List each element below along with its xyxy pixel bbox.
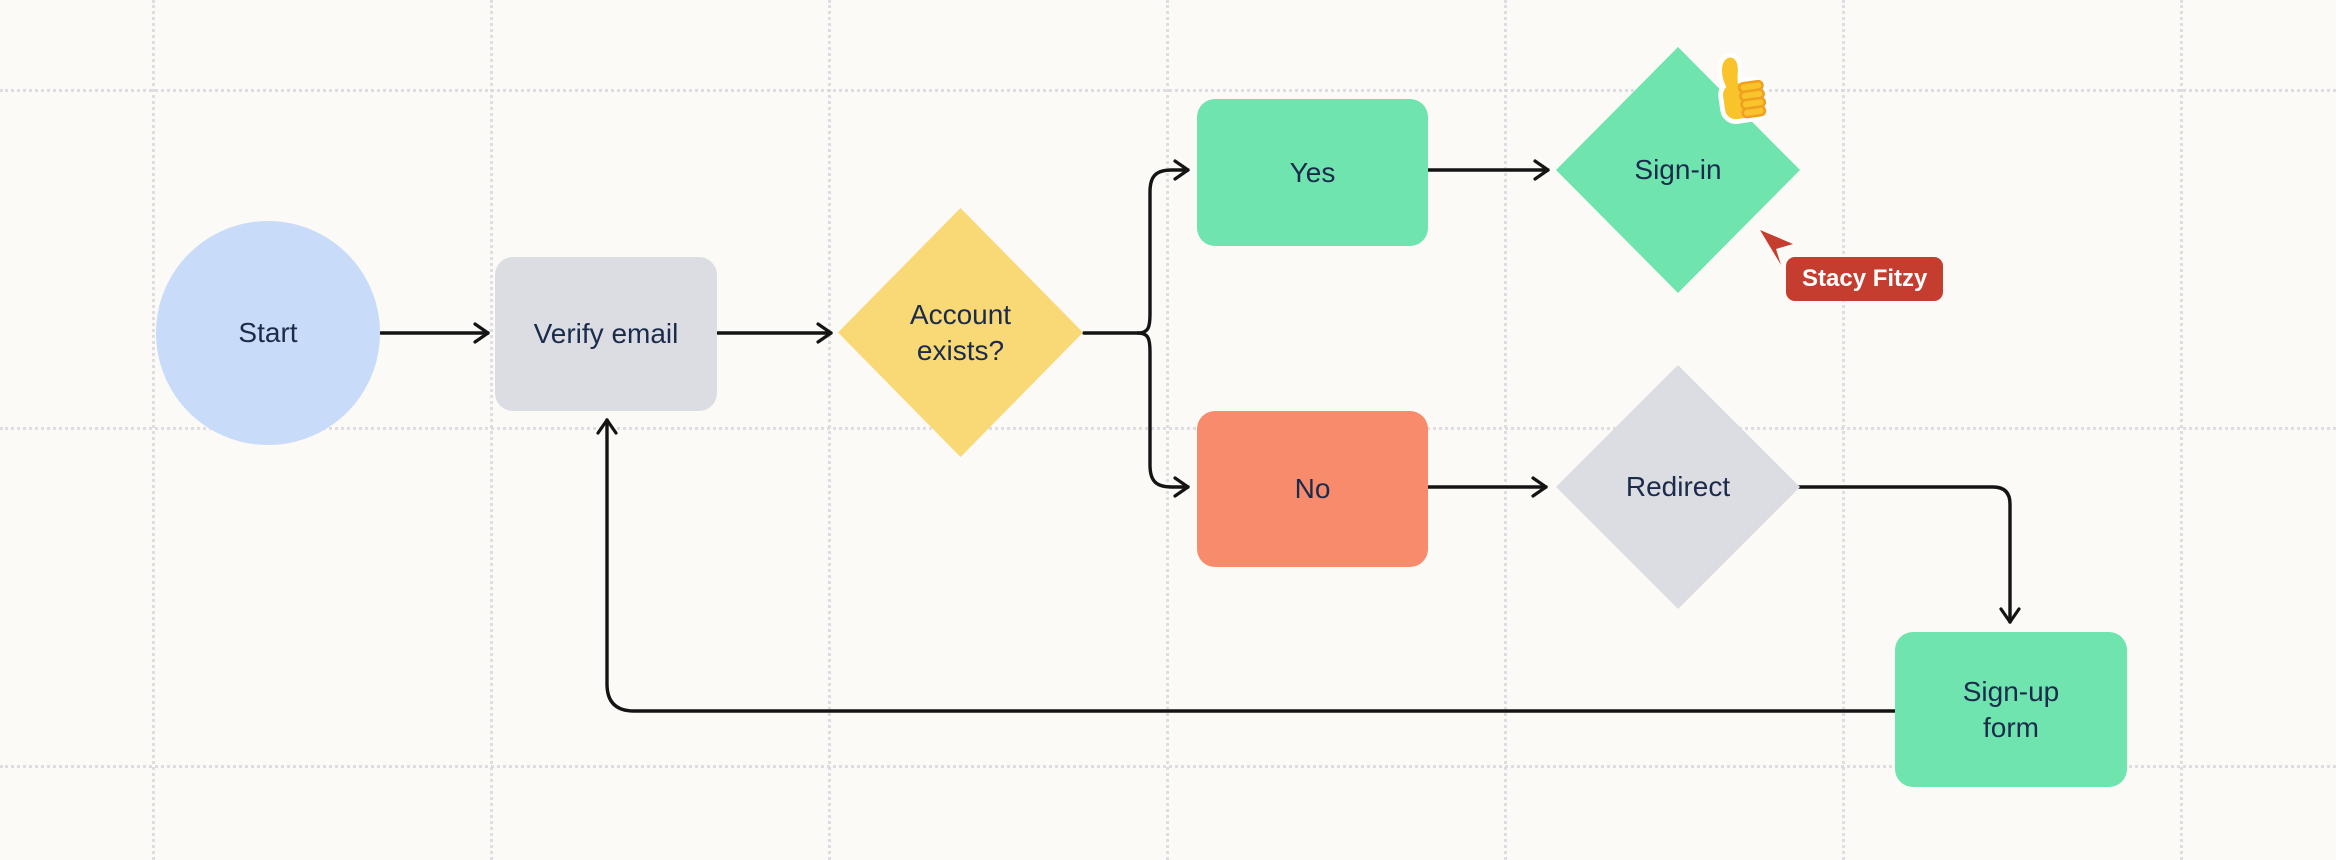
grid-line bbox=[490, 0, 493, 860]
node-verify-email-label: Verify email bbox=[533, 318, 679, 349]
node-start[interactable]: Start bbox=[156, 221, 380, 445]
connector-account-exists-to-no[interactable] bbox=[1136, 331, 1190, 498]
grid-line bbox=[1166, 0, 1169, 860]
node-account-exists-label: Account exists? bbox=[909, 298, 1012, 366]
node-start-label: Start bbox=[238, 317, 298, 348]
node-verify-email[interactable]: Verify email bbox=[495, 257, 717, 411]
grid-line bbox=[0, 427, 2336, 430]
grid-line bbox=[2180, 0, 2183, 860]
grid-line bbox=[152, 0, 155, 860]
grid-line bbox=[828, 0, 831, 860]
connector-sign-up-form-to-verify-email[interactable] bbox=[596, 418, 1897, 713]
grid-line bbox=[0, 765, 2336, 768]
collaborator-cursor-name-badge: Stacy Fitzy bbox=[1786, 257, 1944, 301]
node-yes[interactable]: Yes bbox=[1197, 99, 1428, 246]
collaborator-cursor-icon bbox=[1760, 230, 1793, 265]
node-no-label: No bbox=[1294, 473, 1331, 504]
node-redirect-label: Redirect bbox=[1625, 471, 1731, 502]
grid-line bbox=[1504, 0, 1507, 860]
connector-account-exists-to-yes[interactable] bbox=[1136, 159, 1190, 335]
node-sign-up-form-label: Sign-up form bbox=[1962, 675, 2060, 743]
node-yes-label: Yes bbox=[1289, 156, 1336, 188]
collaborator-name: Stacy Fitzy bbox=[1802, 265, 1928, 292]
thumbs-up-icon[interactable] bbox=[1710, 46, 1774, 124]
node-sign-up-form[interactable]: Sign-up form bbox=[1895, 632, 2127, 787]
node-sign-in-label: Sign-in bbox=[1634, 154, 1722, 185]
node-no[interactable]: No bbox=[1197, 411, 1428, 567]
grid-line bbox=[1842, 0, 1845, 860]
grid-line bbox=[0, 89, 2336, 92]
connector-redirect-to-sign-up-form[interactable] bbox=[1797, 485, 2021, 624]
